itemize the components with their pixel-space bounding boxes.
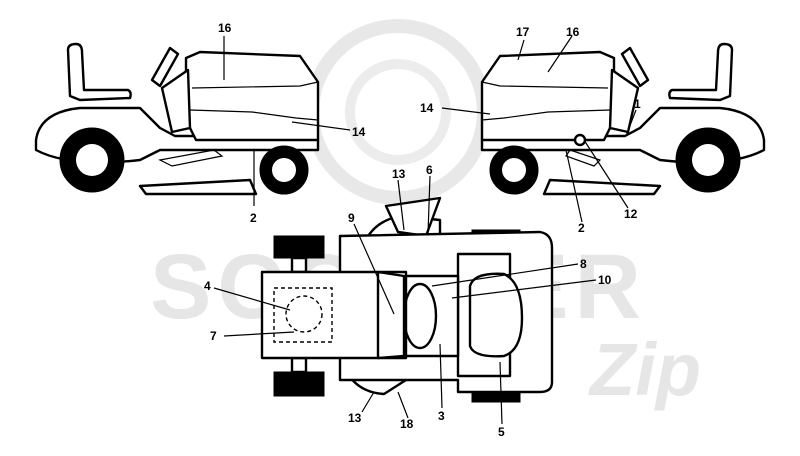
callout-2-right: 2: [578, 221, 585, 235]
callout-6: 6: [426, 163, 433, 177]
callout-1: 1: [634, 97, 641, 111]
callout-12: 12: [624, 207, 638, 221]
callout-16-left: 16: [218, 21, 232, 35]
tractor-top-view: [260, 196, 554, 403]
seat-outline-dashed: [273, 287, 333, 343]
steering-wheel-left: [150, 46, 180, 88]
front-tire-top-lower: [471, 391, 521, 403]
hood-left: [184, 50, 320, 142]
hood-right: [480, 50, 616, 142]
callout-9: 9: [348, 211, 355, 225]
seat-circle-dashed: [285, 295, 323, 333]
seat-left: [66, 42, 132, 102]
dash-right: [608, 68, 640, 134]
callout-2-left: 2: [250, 211, 257, 225]
leader-lines: [213, 35, 637, 425]
callout-14-left: 14: [352, 125, 366, 139]
mower-deck-right: [542, 178, 662, 196]
callout-5: 5: [498, 425, 505, 439]
callout-17: 17: [516, 25, 530, 39]
steering-hub-top: [402, 282, 438, 350]
seat-right: [668, 42, 734, 102]
callout-8: 8: [580, 257, 587, 271]
callout-10: 10: [598, 273, 612, 287]
tractor-left-side-view: [34, 42, 320, 196]
steering-wheel-right: [620, 46, 650, 88]
dash-left: [160, 68, 192, 134]
callout-4: 4: [204, 279, 211, 293]
watermark-script: Zip: [588, 328, 701, 411]
callout-13-top: 13: [392, 167, 406, 181]
lift-lever-knob: [573, 133, 587, 147]
callout-14-right: 14: [420, 101, 434, 115]
tractor-right-side-view: [480, 42, 766, 196]
mower-deck-left: [138, 178, 258, 196]
callout-3: 3: [438, 409, 445, 423]
watermark-emblem-inner: [345, 59, 451, 165]
hood-dome: [468, 272, 524, 358]
rear-tire-top-lower: [273, 371, 325, 397]
rear-tire-top-upper: [273, 235, 325, 259]
callout-18: 18: [400, 417, 414, 431]
callout-labels: 16 2 14 14 17 16 1 2 12 13 6 9 4 7 8 10 …: [204, 21, 641, 439]
callout-7: 7: [210, 329, 217, 343]
callout-13-bottom: 13: [348, 411, 362, 425]
callout-16-right: 16: [566, 25, 580, 39]
